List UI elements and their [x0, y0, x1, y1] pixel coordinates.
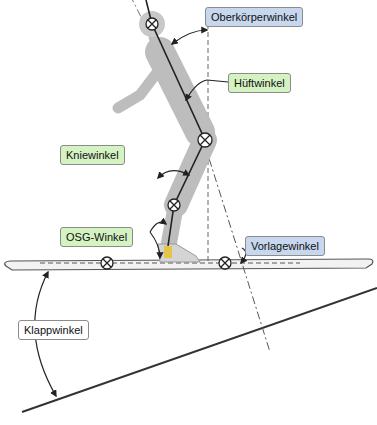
angle-label-box: Kniewinkel: [60, 145, 125, 165]
slope-line: [22, 288, 377, 412]
angle-label: Hüftwinkel: [234, 76, 285, 90]
angle-label: Kniewinkel: [66, 148, 119, 162]
body-axis: [146, 0, 205, 246]
body-silhouette: [118, 37, 205, 248]
angle-label-box: Klappwinkel: [18, 320, 89, 340]
forward-lean-line: [190, 98, 270, 352]
angle-label-box: OSG-Winkel: [60, 227, 133, 247]
angle-label: Klappwinkel: [24, 323, 83, 337]
horizontal-reference: [40, 263, 300, 264]
angle-label-box: Hüftwinkel: [228, 73, 291, 93]
angle-label: Vorlagewinkel: [251, 239, 319, 253]
angle-label: Oberkörperwinkel: [211, 10, 297, 24]
angle-label-box: Vorlagewinkel: [245, 236, 325, 256]
angle-leaders: [35, 30, 246, 396]
angle-label: OSG-Winkel: [66, 230, 127, 244]
angle-label-box: Oberkörperwinkel: [205, 7, 303, 27]
